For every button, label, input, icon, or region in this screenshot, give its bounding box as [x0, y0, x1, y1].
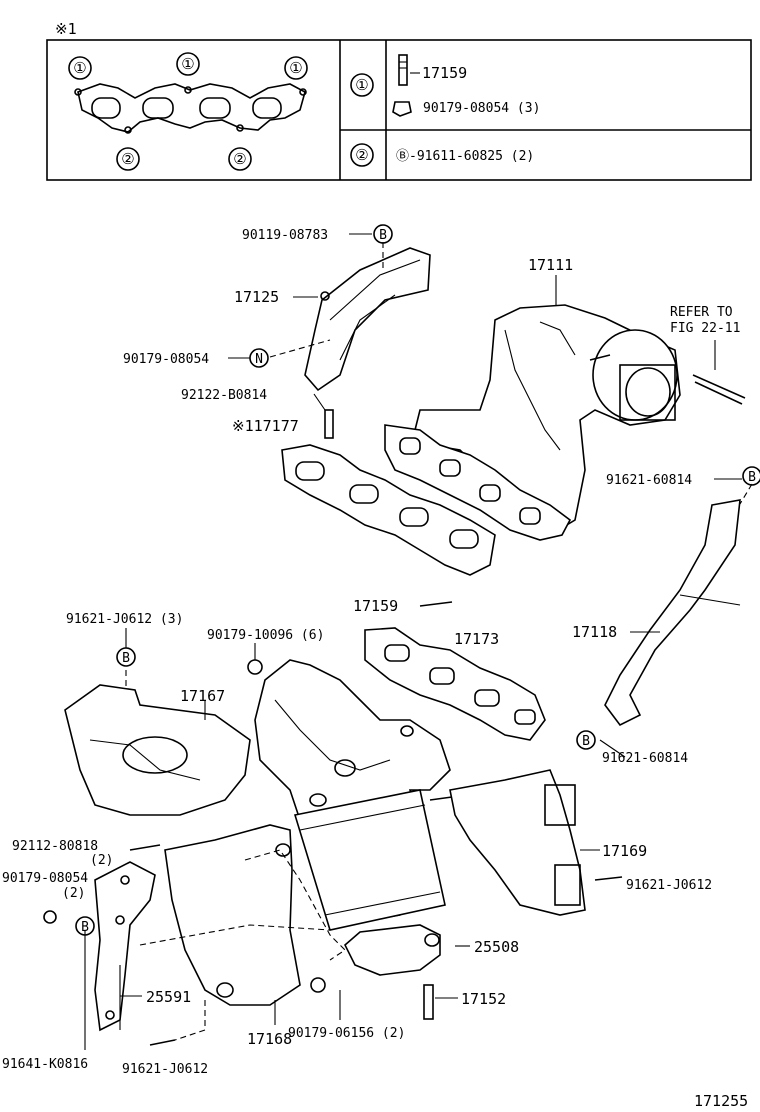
inset-callout-1b: ①	[181, 55, 194, 73]
label-91621-60814-a: 91621-60814	[606, 473, 692, 488]
circled-b-symbol-2: B	[742, 466, 760, 486]
svg-text:B: B	[122, 651, 130, 666]
label-91621-J0612-3: 91621-J0612 (3)	[66, 612, 183, 627]
circled-b-symbol-3: B	[116, 647, 136, 667]
label-91641-K0816: 91641-K0816	[2, 1057, 88, 1072]
label-refer-to: REFER TO	[670, 305, 733, 320]
inset-gasket-drawing: ① ① ① ② ②	[68, 52, 308, 171]
label-17125: 17125	[234, 288, 279, 306]
label-91621-60814-b: 91621-60814	[602, 751, 688, 766]
label-17167: 17167	[180, 687, 225, 705]
label-17169: 17169	[602, 842, 647, 860]
svg-text:B: B	[582, 734, 590, 749]
bolt-91621-J0612a-drawing	[594, 876, 623, 881]
label-25508: 25508	[474, 938, 519, 956]
inset-callout-1c: ①	[289, 59, 302, 77]
gasket-17173-drawing	[364, 627, 546, 741]
circled-b-symbol-1: B	[373, 224, 393, 244]
label-117177: ※117177	[232, 417, 299, 435]
label-17168: 17168	[247, 1030, 292, 1048]
inset-table: ※1 ① ① ① ② ② ①	[46, 20, 752, 181]
label-92112-qty: (2)	[90, 853, 113, 868]
bracket-25591-drawing	[94, 861, 156, 1032]
label-90179-08054-a: 90179-08054	[123, 352, 209, 367]
stud-17159-drawing	[419, 601, 453, 607]
table-callout-2: ②	[355, 146, 368, 164]
label-fig-22-11: FIG 22-11	[670, 321, 740, 336]
label-92112-80818: 92112-80818	[12, 839, 98, 854]
stay-17118-drawing	[604, 499, 741, 727]
heat-insulator-17169-drawing	[449, 769, 586, 916]
gasket-25508-drawing	[344, 924, 441, 976]
manifold-flange-gasket-drawing	[384, 424, 572, 541]
label-90179-10096: 90179-10096 (6)	[207, 628, 324, 643]
label-91621-J0612-b: 91621-J0612	[122, 1062, 208, 1077]
figure-number: 171255	[694, 1092, 748, 1110]
nut-90179-06156-drawing	[310, 977, 326, 993]
label-91621-J0612-a: 91621-J0612	[626, 878, 712, 893]
circled-b-symbol-4: B	[576, 730, 596, 750]
inset-row1-part-b: 90179-08054 (3)	[423, 101, 540, 116]
label-90179-06156: 90179-06156 (2)	[288, 1026, 405, 1041]
svg-text:B: B	[81, 920, 89, 935]
label-17152: 17152	[461, 990, 506, 1008]
label-17159: 17159	[353, 597, 398, 615]
svg-text:N: N	[255, 352, 263, 367]
label-90119-08783: 90119-08783	[242, 228, 328, 243]
label-90179-08054-qty: (2)	[62, 886, 85, 901]
stud-17152-drawing	[423, 984, 434, 1020]
svg-text:B: B	[748, 470, 756, 485]
label-17173: 17173	[454, 630, 499, 648]
heat-insulator-17168-drawing	[164, 824, 301, 1006]
nut-90179-10096-drawing	[247, 659, 263, 675]
circled-b-symbol-5: B	[75, 916, 95, 936]
heat-insulator-17167-drawing	[64, 684, 251, 816]
inset-row1-part-a: 17159	[422, 64, 467, 82]
gasket-117177-drawing	[281, 444, 496, 576]
inset-row2-part-a: Ⓑ-91611-60825 (2)	[396, 149, 534, 164]
inset-callout-1a: ①	[73, 59, 86, 77]
bolt-91621-J0612b-drawing	[149, 1039, 176, 1046]
label-17118: 17118	[572, 623, 617, 641]
label-92122-B0814: 92122-B0814	[181, 388, 267, 403]
stud-refer-drawing	[692, 374, 746, 405]
stud-icon	[398, 54, 408, 86]
label-25591: 25591	[146, 988, 191, 1006]
nut-90179-08054-drawing	[43, 910, 57, 924]
nut-icon	[392, 101, 412, 117]
label-17111: 17111	[528, 256, 573, 274]
svg-text:B: B	[379, 228, 387, 243]
inset-note-mark: ※1	[55, 20, 77, 38]
heat-insulator-17125-drawing	[304, 247, 431, 392]
exhaust-manifold-catalyst-drawing	[254, 659, 451, 931]
table-callout-1: ①	[355, 76, 368, 94]
exhaust-manifold-17111-drawing	[414, 304, 681, 536]
stud-92122-drawing	[324, 409, 334, 439]
inset-callout-2a: ②	[121, 150, 134, 168]
label-90179-08054-b: 90179-08054	[2, 871, 88, 886]
inset-callout-2b: ②	[233, 150, 246, 168]
circled-n-symbol: N	[249, 348, 269, 368]
